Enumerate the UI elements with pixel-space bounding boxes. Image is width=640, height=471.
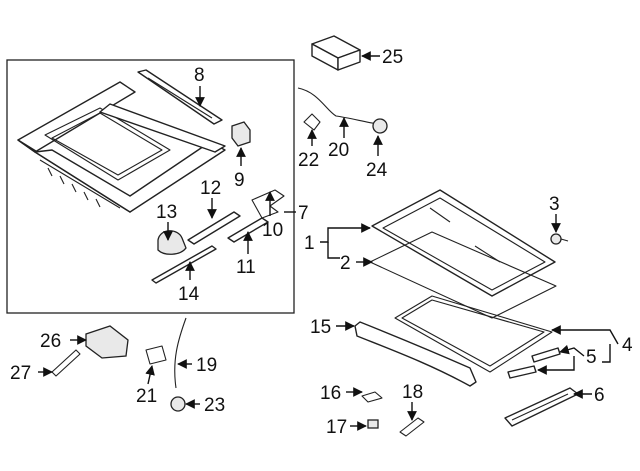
callout-26: 26 [40, 331, 61, 352]
control-module-part-25 [311, 35, 361, 71]
leader-1 [320, 223, 371, 243]
callout-13: 13 [156, 202, 177, 223]
hose-part-19 [174, 317, 187, 389]
callout-12: 12 [200, 178, 221, 199]
callout-20: 20 [328, 140, 349, 161]
guide-part-11 [227, 217, 269, 243]
callout-9: 9 [234, 170, 245, 191]
bracket-part-10 [251, 189, 285, 219]
callout-25: 25 [382, 47, 403, 68]
clip-part-16 [361, 391, 383, 403]
motor-part-26 [85, 325, 129, 359]
callout-10: 10 [262, 220, 283, 241]
callout-2: 2 [340, 253, 351, 274]
callout-24: 24 [366, 160, 388, 181]
clip-part-22 [303, 113, 321, 131]
bracket-part-21 [145, 345, 167, 365]
seal-part-2 [369, 231, 557, 319]
leader-1b [327, 242, 340, 259]
callout-8: 8 [194, 65, 205, 86]
motor-part-13 [157, 230, 187, 255]
callout-19: 19 [196, 355, 217, 376]
callout-17: 17 [326, 417, 347, 438]
weatherstrip-part-15 [354, 321, 477, 387]
callout-3: 3 [549, 194, 560, 215]
leader-4b [602, 344, 611, 363]
sunroof-housing-part [17, 81, 226, 213]
callout-14: 14 [178, 284, 200, 305]
grommet-part-23 [170, 396, 186, 412]
callout-7: 7 [298, 203, 309, 224]
drain-hose-part-20 [297, 87, 379, 125]
callout-5: 5 [586, 347, 597, 368]
bolt-part-3 [550, 233, 569, 245]
callout-4: 4 [622, 335, 633, 356]
rod-part-27 [51, 349, 81, 377]
cable-part-14 [151, 245, 217, 284]
callout-18: 18 [402, 382, 423, 403]
leader-5 [559, 344, 585, 357]
leader-5b [537, 356, 575, 375]
callout-15: 15 [310, 317, 331, 338]
callout-6: 6 [594, 385, 605, 406]
leader-4 [551, 325, 619, 345]
callout-23: 23 [204, 395, 225, 416]
callout-22: 22 [298, 150, 319, 171]
guide-part-12 [187, 211, 241, 245]
deflector-part-6 [504, 387, 579, 427]
callout-21: 21 [136, 386, 157, 407]
callout-11: 11 [236, 257, 256, 278]
guide-part-5b [507, 365, 537, 379]
block-part-9 [231, 121, 251, 147]
pad-part-17 [367, 419, 379, 429]
callout-27: 27 [10, 363, 31, 384]
clip-part-18 [399, 417, 425, 437]
subassembly-frame [6, 59, 295, 314]
guide-part-5a [531, 347, 561, 363]
grommet-part-24 [372, 118, 388, 134]
leader-21 [145, 365, 155, 385]
callout-1: 1 [304, 233, 315, 254]
glass-panel-part-1 [371, 189, 556, 297]
callout-16: 16 [320, 383, 341, 404]
